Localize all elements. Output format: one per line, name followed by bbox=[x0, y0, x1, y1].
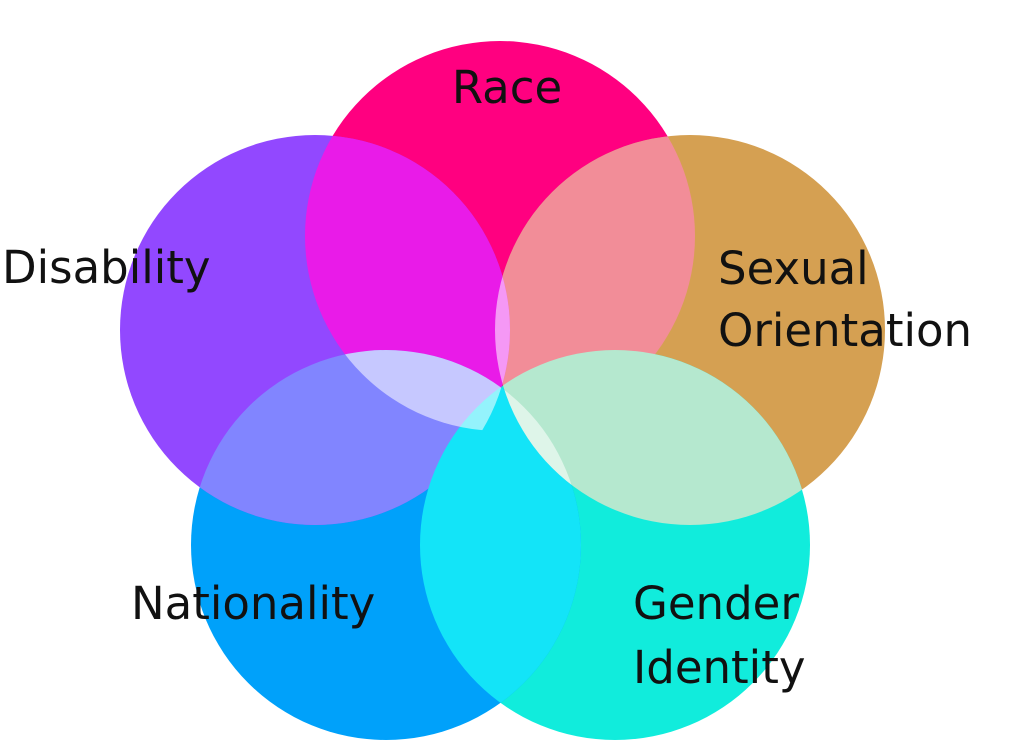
nationality-gender-identity-overlap bbox=[420, 350, 581, 740]
disability-label: Disability bbox=[2, 241, 211, 294]
race-label: Race bbox=[452, 61, 562, 114]
gender-identity-label: Gender Identity bbox=[633, 577, 813, 694]
sexual-orientation-label: Sexual Orientation bbox=[718, 242, 972, 357]
nationality-label: Nationality bbox=[131, 577, 375, 630]
